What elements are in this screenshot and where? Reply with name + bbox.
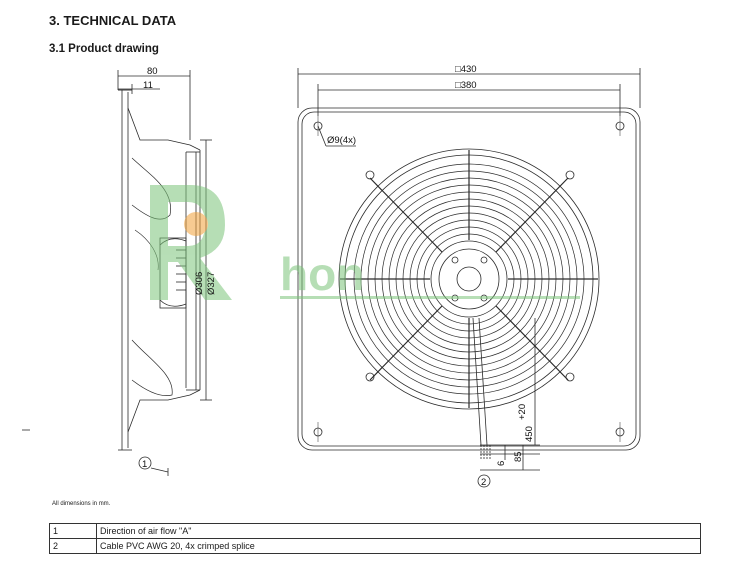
callout-2: 2 bbox=[481, 477, 486, 488]
watermark-logo: hon bbox=[150, 185, 580, 300]
dim-cable-strip-a: 6 bbox=[496, 461, 507, 466]
legend-row: 1 Direction of air flow "A" bbox=[49, 523, 701, 539]
legend-row: 2 Cable PVC AWG 20, 4x crimped splice bbox=[49, 538, 701, 554]
legend-number: 1 bbox=[49, 523, 97, 539]
watermark-text: hon bbox=[280, 248, 364, 300]
legend-number: 2 bbox=[49, 538, 97, 554]
legend-text: Direction of air flow "A" bbox=[96, 523, 701, 539]
dimensions-note: All dimensions in mm. bbox=[52, 501, 111, 507]
legend-table: 1 Direction of air flow "A" 2 Cable PVC … bbox=[49, 523, 701, 554]
legend-text: Cable PVC AWG 20, 4x crimped splice bbox=[96, 538, 701, 554]
dim-cable-length: 450 bbox=[524, 426, 535, 442]
dim-square-inner: □380 bbox=[455, 80, 477, 91]
subsection-title: 3.1 Product drawing bbox=[49, 43, 159, 55]
dim-square-outer: □430 bbox=[455, 64, 477, 75]
front-view bbox=[297, 68, 641, 488]
dim-diameter-inner: Ø306 bbox=[194, 272, 205, 295]
callout-1: 1 bbox=[142, 459, 147, 470]
section-title: 3. TECHNICAL DATA bbox=[49, 13, 177, 28]
dim-cable-strip-b: 85 bbox=[513, 451, 524, 462]
dim-side-width: 80 bbox=[147, 66, 158, 77]
dim-cable-tolerance: +20 bbox=[517, 404, 528, 420]
dim-hole: Ø9(4x) bbox=[327, 135, 356, 146]
side-view bbox=[22, 70, 212, 476]
product-drawing: hon 80 11 Ø306 Ø327 □430 □380 Ø9(4x) 450… bbox=[22, 64, 641, 488]
dim-side-offset: 11 bbox=[143, 80, 153, 91]
dim-diameter-outer: Ø327 bbox=[206, 272, 217, 295]
